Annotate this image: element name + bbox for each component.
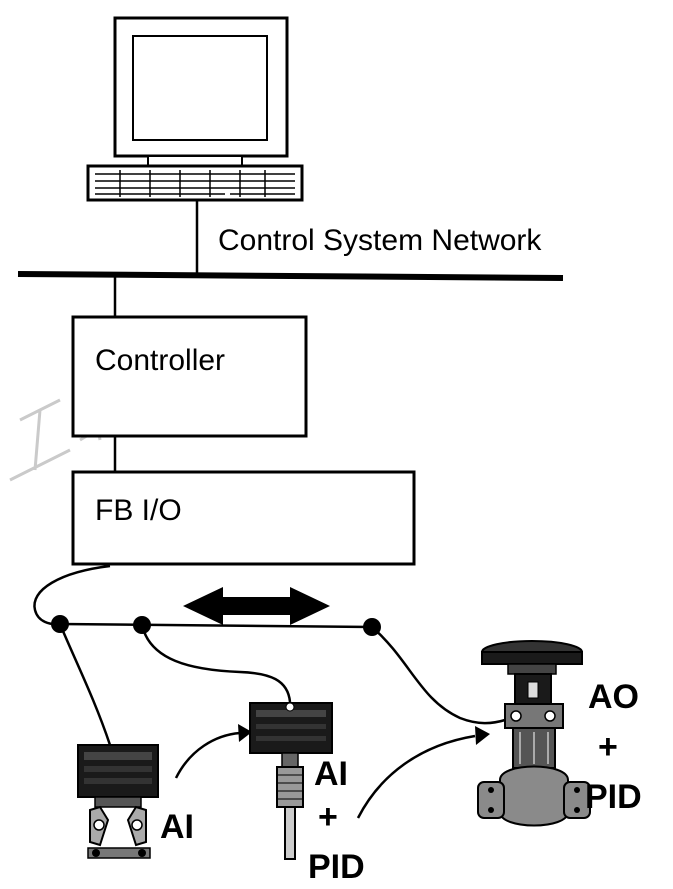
fieldbus-trunk: [59, 622, 373, 629]
bidirectional-arrow-icon: [183, 587, 330, 625]
keyboard-keys: [95, 170, 295, 197]
transmitter-label: AI: [160, 808, 194, 846]
controller-box: [71, 315, 308, 438]
temperature-label-pid: PID: [308, 848, 365, 886]
valve-label-plus: +: [598, 728, 618, 766]
monitor-screen: [132, 35, 268, 141]
temperature-label-ai: AI: [314, 755, 348, 793]
transmitter-to-temperature-arrow: [174, 731, 241, 779]
temperature-label-plus: +: [318, 798, 338, 836]
fbio-label: FB I/O: [95, 494, 182, 527]
valve-label-pid: PID: [585, 778, 642, 816]
temperature-transmitter-icon: [249, 702, 333, 860]
valve-cable: [371, 626, 506, 725]
pressure-transmitter-icon: [77, 744, 159, 859]
network-bus: [17, 271, 564, 281]
arrowhead-icon: [238, 724, 252, 742]
valve-label-ao: AO: [588, 678, 639, 716]
fbio-box: [71, 470, 416, 566]
control-valve-icon: [477, 640, 591, 827]
fieldbus-drop-cable: [33, 564, 111, 626]
workstation-icon: [86, 16, 304, 202]
arrowhead-icon: [475, 726, 490, 745]
controller-label: Controller: [95, 344, 225, 377]
temperature-cable: [140, 624, 292, 703]
transmitter-cable: [58, 623, 112, 746]
network-label: Control System Network: [218, 224, 542, 257]
temperature-to-valve-arrow: [356, 734, 476, 819]
